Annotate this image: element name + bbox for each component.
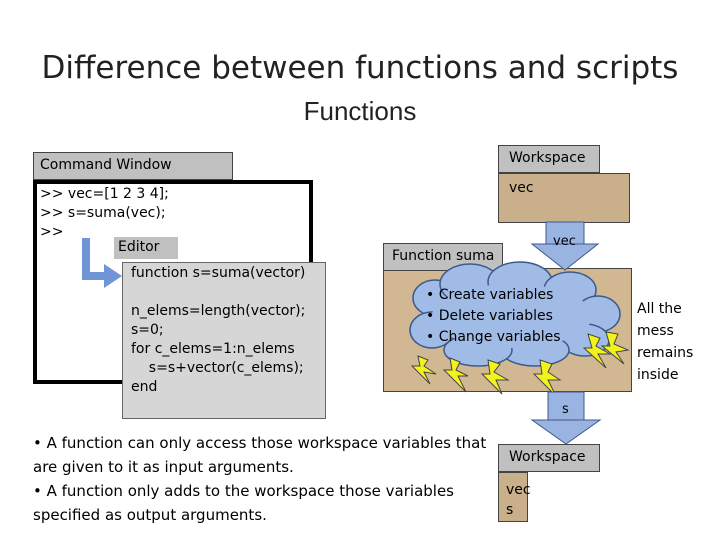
command-window-lines: >> vec=[1 2 3 4]; >> s=suma(vec); >>: [40, 185, 169, 242]
side-note-line: All the: [637, 301, 682, 317]
command-window-label: Command Window: [33, 152, 233, 180]
command-line: >> vec=[1 2 3 4];: [40, 186, 169, 202]
explanation-bullet: • A function can only access those works…: [33, 434, 487, 476]
side-note: All the mess remains inside: [637, 298, 693, 386]
cloud-bullet: • Change variables: [426, 329, 561, 345]
slide-subtitle: Functions: [303, 96, 417, 126]
input-arrow-label: vec: [553, 234, 576, 249]
workspace-top-label: Workspace: [498, 145, 600, 173]
explanation-bullets: • A function can only access those works…: [33, 431, 493, 527]
command-line: >> s=suma(vec);: [40, 205, 166, 221]
code-line: function s=suma(vector): [131, 265, 306, 281]
code-line: [131, 283, 305, 302]
workspace-top-var: vec: [509, 180, 534, 196]
editor-panel: [122, 262, 326, 419]
workspace-bottom-vars: vec s: [506, 480, 531, 520]
code-line: for c_elems=1:n_elems: [131, 341, 295, 357]
workspace-var: vec: [506, 482, 531, 498]
editor-code: function s=suma(vector) n_elems=length(v…: [131, 264, 305, 397]
slide-title: Difference between functions and scripts: [41, 50, 679, 86]
code-line: end: [131, 379, 158, 395]
code-line: s=s+vector(c_elems);: [131, 360, 304, 376]
side-note-line: mess: [637, 323, 674, 339]
workspace-var: s: [506, 502, 514, 518]
workspace-bottom-label: Workspace: [498, 444, 600, 472]
output-arrow-label: s: [562, 402, 569, 417]
editor-label: Editor: [114, 237, 178, 259]
side-note-line: remains: [637, 345, 694, 361]
command-line: >>: [40, 224, 64, 240]
cloud-bullet: • Delete variables: [426, 308, 553, 324]
code-line: s=0;: [131, 322, 164, 338]
side-note-line: inside: [637, 367, 679, 383]
explanation-bullet: • A function only adds to the workspace …: [33, 482, 454, 524]
output-arrow: [530, 391, 602, 445]
cloud-text: • Create variables • Delete variables • …: [426, 285, 561, 348]
cloud-bullet: • Create variables: [426, 287, 554, 303]
function-label: Function suma: [383, 243, 503, 271]
code-line: n_elems=length(vector);: [131, 303, 306, 319]
workspace-top-panel: [498, 173, 630, 223]
workspace-bottom-panel: [498, 472, 528, 522]
